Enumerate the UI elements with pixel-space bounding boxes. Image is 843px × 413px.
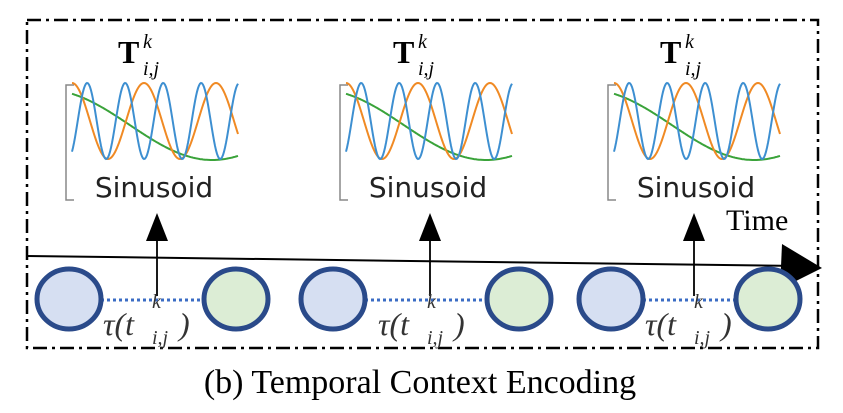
time-axis: Time bbox=[26, 204, 822, 289]
tau-function: τ(t bbox=[378, 306, 410, 342]
frame-border bbox=[25, 18, 820, 350]
panel-title-subscript: i,j bbox=[685, 58, 702, 80]
panel-bracket bbox=[65, 84, 74, 201]
panel-caption: Sinusoid bbox=[369, 171, 487, 204]
target-node bbox=[733, 266, 803, 332]
target-node bbox=[484, 266, 554, 332]
panel-title-subscript: i,j bbox=[418, 58, 435, 80]
tau-superscript: k bbox=[427, 291, 437, 313]
blue-wave bbox=[71, 81, 239, 161]
panel-title: T bbox=[660, 34, 681, 70]
panel-caption: Sinusoid bbox=[637, 171, 755, 204]
panel-bracket bbox=[607, 84, 616, 201]
up-arrow-head bbox=[683, 213, 705, 241]
node-pair: τ(t k i,j) bbox=[34, 266, 271, 349]
panel-title-subscript: i,j bbox=[143, 58, 160, 80]
green-wave bbox=[71, 92, 239, 161]
node-pair: τ(t k i,j) bbox=[576, 266, 803, 349]
tau-close-paren: ) bbox=[177, 306, 190, 342]
orange-wave bbox=[345, 81, 513, 161]
panel-title-superscript: k bbox=[418, 31, 428, 53]
source-node bbox=[34, 266, 104, 332]
tau-subscript: i,j bbox=[427, 327, 444, 349]
time-axis-line bbox=[26, 255, 801, 267]
panel-title-superscript: k bbox=[685, 31, 695, 53]
tau-function: τ(t bbox=[645, 306, 677, 342]
green-wave bbox=[613, 92, 781, 161]
tau-function: τ(t bbox=[103, 306, 135, 342]
panel-title-superscript: k bbox=[143, 31, 153, 53]
tau-superscript: k bbox=[152, 291, 162, 313]
panel-caption: Sinusoid bbox=[95, 171, 213, 204]
tau-close-paren: ) bbox=[719, 306, 732, 342]
tau-subscript: i,j bbox=[694, 327, 711, 349]
orange-wave bbox=[613, 81, 781, 161]
panel-bracket bbox=[339, 84, 348, 201]
panel-title: T bbox=[393, 34, 414, 70]
time-label: Time bbox=[726, 204, 788, 237]
figure-caption: (b) Temporal Context Encoding bbox=[204, 364, 636, 401]
tau-superscript: k bbox=[694, 291, 704, 313]
orange-wave bbox=[71, 81, 239, 161]
tau-subscript: i,j bbox=[152, 327, 169, 349]
source-node bbox=[298, 266, 368, 332]
up-arrow-head bbox=[419, 213, 441, 241]
tau-close-paren: ) bbox=[452, 306, 465, 342]
up-arrow-head bbox=[146, 213, 168, 241]
green-wave bbox=[345, 92, 513, 161]
blue-wave bbox=[345, 81, 513, 161]
panel-title: T bbox=[118, 34, 139, 70]
target-node bbox=[201, 266, 271, 332]
source-node bbox=[576, 266, 646, 332]
node-pair: τ(t k i,j) bbox=[298, 266, 554, 349]
blue-wave bbox=[613, 81, 781, 161]
